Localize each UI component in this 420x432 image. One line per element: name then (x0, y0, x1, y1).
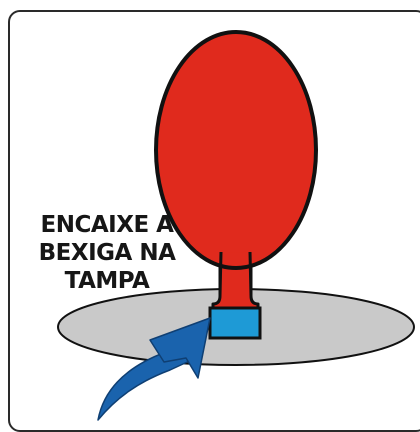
balloon-neck-right-edge (248, 251, 253, 297)
balloon-neck-joint (221, 250, 250, 262)
balloon-neck-left-edge (218, 251, 223, 297)
balloon-icon (154, 30, 318, 310)
caption-line-2: BEXIGA NA (38, 240, 176, 266)
arrow-shadow (80, 372, 98, 420)
caption-line-3: TAMPA (64, 268, 150, 294)
caption-line-1: ENCAIXE A (40, 212, 174, 238)
curved-arrow-icon (80, 317, 211, 421)
balloon-body (154, 30, 318, 270)
arrow-head (149, 317, 211, 379)
instruction-caption: ENCAIXE A BEXIGA NA TAMPA (22, 211, 192, 295)
cap-block (208, 306, 262, 340)
